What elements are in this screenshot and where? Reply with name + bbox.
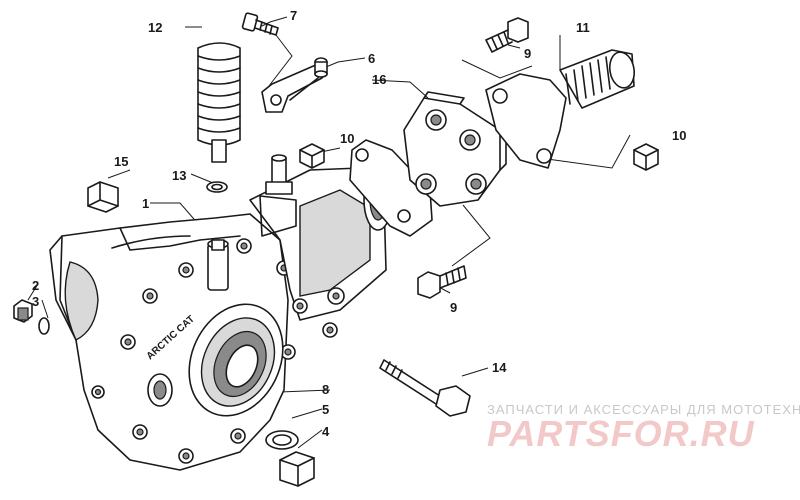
part-12-boot[interactable] [197, 42, 241, 163]
callout-5: 5 [322, 402, 329, 417]
part-4-drain-plug[interactable] [279, 451, 315, 487]
part-5-washer[interactable] [265, 430, 299, 450]
callout-11: 11 [576, 20, 590, 35]
callout-14: 14 [492, 360, 507, 375]
part-10-nut-right[interactable] [633, 143, 659, 171]
part-10-nut-left[interactable] [299, 143, 325, 169]
watermark-tagline: ЗАПЧАСТИ И АКСЕССУАРЫ ДЛЯ МОТОТЕХНИКИ [487, 402, 800, 417]
part-6-shift-arm[interactable] [261, 57, 328, 113]
watermark-brand: PARTSFOR.RU [487, 413, 755, 454]
part-11-spline-shaft[interactable] [559, 49, 637, 109]
part-16-coupler[interactable] [349, 91, 507, 237]
callout-12: 12 [148, 20, 162, 35]
callout-16: 16 [372, 72, 386, 87]
callout-15: 15 [114, 154, 128, 169]
callout-6: 6 [368, 51, 375, 66]
part-9-bolt-lower[interactable] [417, 265, 467, 299]
part-3-oring[interactable] [38, 317, 50, 335]
part-8-seal[interactable] [147, 373, 173, 407]
yoke [485, 73, 567, 169]
part-15-cap[interactable] [87, 181, 119, 213]
callout-4: 4 [322, 424, 330, 439]
callout-9-lower: 9 [450, 300, 457, 315]
part-14-long-bolt[interactable] [379, 359, 471, 417]
callout-8: 8 [322, 382, 329, 397]
callout-10-left: 10 [340, 131, 354, 146]
output-bearing-opening [188, 303, 284, 417]
part-7-bolt[interactable] [241, 12, 279, 36]
callout-labels: 1 2 3 4 5 6 7 8 9 9 10 10 11 12 13 14 15… [32, 8, 686, 439]
callout-2: 2 [32, 278, 39, 293]
callout-9-upper: 9 [524, 46, 531, 61]
callout-13: 13 [172, 168, 186, 183]
callout-3: 3 [32, 294, 39, 309]
callout-10-right: 10 [672, 128, 686, 143]
callout-7: 7 [290, 8, 297, 23]
callout-1: 1 [142, 196, 149, 211]
part-13-clip[interactable] [206, 181, 228, 193]
part-9-bolt-upper[interactable] [485, 17, 529, 53]
part-2-plug[interactable] [13, 299, 33, 323]
